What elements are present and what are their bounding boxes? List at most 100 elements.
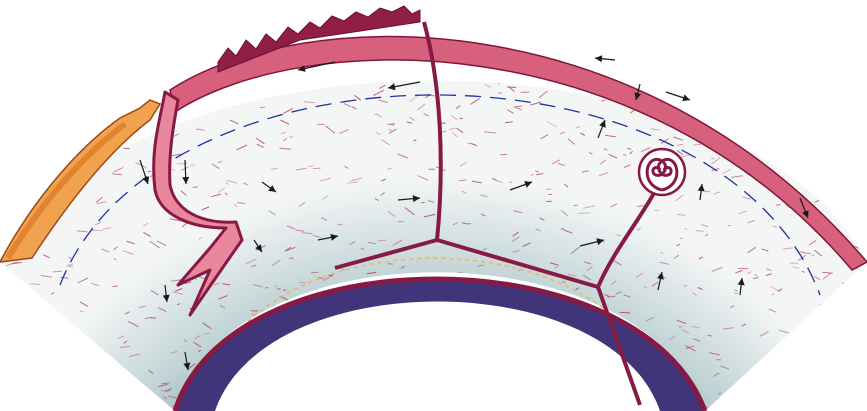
texture-mark [271, 384, 282, 386]
texture-mark [10, 394, 14, 395]
texture-mark [38, 407, 47, 411]
texture-mark [562, 383, 567, 384]
texture-mark [460, 25, 463, 26]
texture-mark [833, 72, 841, 75]
texture-mark [106, 115, 111, 118]
texture-mark [728, 73, 737, 78]
texture-mark [88, 354, 97, 360]
texture-mark [833, 140, 843, 146]
texture-mark [512, 321, 517, 323]
texture-mark [757, 373, 764, 375]
texture-mark [424, 367, 429, 368]
texture-mark [39, 54, 45, 58]
texture-mark [450, 342, 458, 345]
texture-mark [529, 49, 537, 52]
texture-mark [521, 343, 525, 345]
texture-mark [795, 328, 802, 334]
texture-mark [358, 362, 366, 368]
texture-mark [23, 145, 28, 148]
texture-mark [507, 87, 516, 88]
texture-mark [808, 26, 818, 30]
texture-mark [259, 370, 263, 373]
texture-mark [546, 189, 551, 190]
texture-mark [228, 97, 232, 98]
texture-mark [623, 155, 627, 156]
texture-mark [94, 56, 99, 58]
texture-mark [51, 361, 58, 363]
texture-mark [249, 375, 259, 378]
texture-mark [842, 394, 849, 399]
texture-mark [271, 169, 278, 170]
texture-mark [84, 69, 88, 71]
texture-mark [93, 400, 98, 401]
texture-mark [86, 402, 91, 403]
mantle-plume [639, 149, 685, 195]
texture-mark [666, 64, 673, 70]
texture-mark [346, 388, 354, 393]
texture-mark [388, 386, 391, 387]
texture-mark [3, 282, 11, 286]
texture-mark [514, 82, 526, 83]
texture-mark [820, 305, 826, 307]
texture-mark [853, 108, 858, 109]
texture-mark [619, 312, 630, 313]
texture-mark [421, 202, 424, 203]
texture-mark [599, 70, 602, 72]
texture-mark [382, 347, 392, 354]
texture-mark [68, 70, 78, 73]
texture-mark [762, 144, 765, 147]
texture-mark [621, 386, 629, 391]
texture-mark [548, 391, 557, 396]
texture-mark [762, 25, 768, 26]
texture-mark [49, 44, 52, 46]
texture-mark [204, 333, 211, 334]
texture-mark [830, 333, 840, 339]
texture-mark [164, 71, 169, 75]
texture-mark [53, 385, 58, 388]
texture-mark [48, 140, 59, 144]
texture-mark [76, 64, 87, 65]
texture-mark [440, 344, 448, 349]
texture-mark [607, 391, 616, 392]
texture-mark [853, 210, 859, 213]
texture-mark [822, 63, 829, 67]
texture-mark [162, 383, 170, 384]
texture-mark [598, 48, 607, 49]
texture-mark [304, 343, 313, 350]
texture-mark [301, 365, 310, 367]
texture-mark [432, 403, 437, 406]
texture-mark [806, 333, 817, 338]
texture-mark [141, 93, 148, 97]
texture-mark [720, 50, 727, 52]
texture-mark [325, 326, 333, 327]
texture-mark [76, 130, 84, 133]
texture-mark [506, 324, 510, 325]
texture-mark [37, 388, 44, 389]
texture-mark [337, 224, 342, 225]
texture-mark [506, 395, 516, 396]
texture-mark [863, 235, 867, 241]
texture-mark [203, 107, 209, 108]
texture-mark [797, 377, 801, 379]
texture-mark [823, 41, 831, 44]
texture-mark [5, 229, 9, 230]
texture-mark [373, 341, 380, 345]
texture-mark [359, 389, 368, 392]
texture-mark [455, 304, 463, 306]
texture-mark [55, 20, 63, 24]
texture-mark [814, 58, 822, 60]
texture-mark [749, 31, 759, 37]
texture-mark [771, 79, 774, 80]
texture-mark [859, 365, 867, 370]
texture-mark [547, 19, 554, 22]
texture-mark [23, 398, 32, 402]
texture-mark [824, 340, 832, 342]
texture-mark [796, 344, 801, 347]
texture-mark [819, 47, 823, 49]
texture-mark [118, 63, 124, 66]
texture-mark [708, 335, 712, 336]
texture-mark [726, 49, 735, 56]
texture-mark [851, 344, 858, 346]
texture-mark [209, 34, 213, 35]
